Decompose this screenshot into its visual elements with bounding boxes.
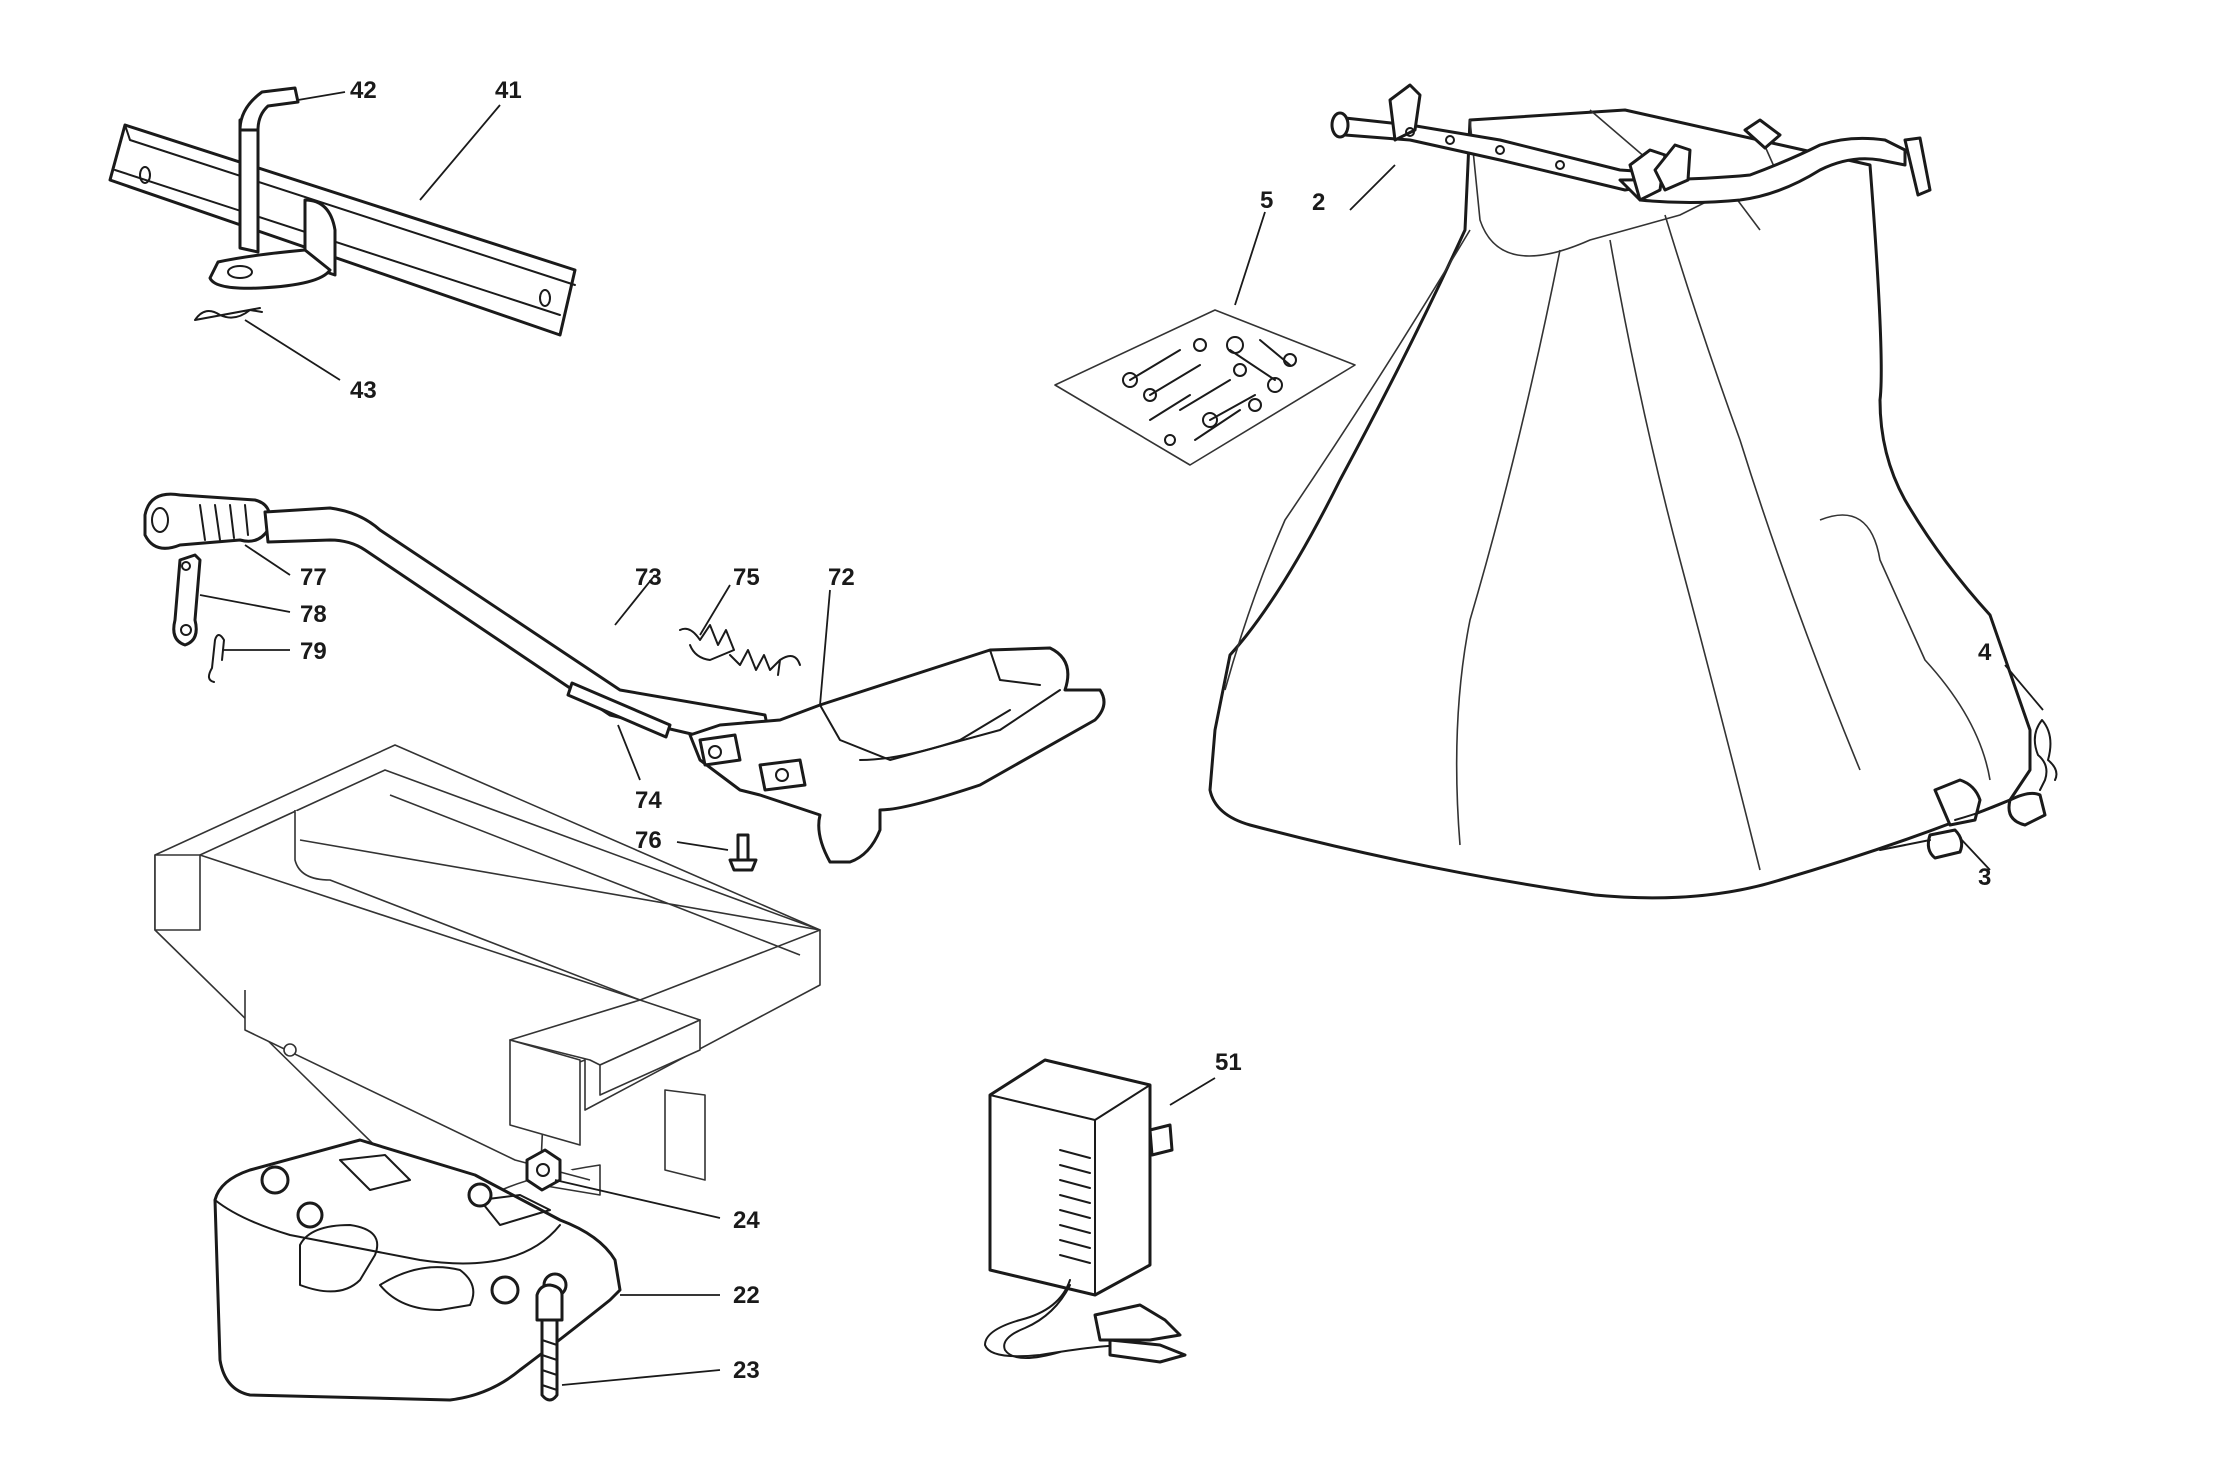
callout-79: 79 (300, 638, 327, 665)
mower-frame-background (154, 744, 821, 1211)
callout-72: 72 (828, 564, 855, 591)
nut-part-24 (525, 1148, 562, 1192)
hardware-bag-part-5 (1054, 309, 1356, 466)
callout-77: 77 (300, 564, 327, 591)
callout-76: 76 (635, 827, 662, 854)
spring-pair-part-75 (679, 624, 801, 676)
grass-bag-assembly (1208, 83, 2047, 900)
callout-43: 43 (350, 377, 377, 404)
callout-78: 78 (300, 601, 327, 628)
callout-4: 4 (1978, 639, 1992, 666)
link-plate-part-78 (172, 553, 202, 647)
callout-5: 5 (1260, 187, 1273, 214)
callout-41: 41 (495, 77, 522, 104)
callout-22: 22 (733, 1282, 760, 1309)
callout-75: 75 (733, 564, 760, 591)
bolt-part-23 (535, 1283, 564, 1402)
leader-lines (199, 91, 2044, 1386)
callout-23: 23 (733, 1357, 760, 1384)
r-pin-part-79 (208, 634, 225, 683)
pivot-pin-part-74 (566, 681, 672, 739)
weight-block-part-22 (213, 1138, 622, 1402)
screw-part-76 (728, 833, 758, 872)
callout-2: 2 (1312, 189, 1325, 216)
hitch-clip-part-43 (194, 307, 263, 321)
battery-charger-part-51 (984, 1058, 1187, 1364)
callout-73: 73 (635, 564, 662, 591)
callout-3: 3 (1978, 864, 1991, 891)
callout-24: 24 (733, 1207, 760, 1234)
callout-labels: 42 41 43 5 2 77 78 79 73 75 72 74 76 4 3… (300, 77, 1992, 1384)
r-clip-part-4 (2033, 719, 2058, 791)
callout-42: 42 (350, 77, 377, 104)
lift-handle-part-77 (143, 492, 272, 550)
callout-74: 74 (635, 787, 662, 814)
lift-lever-part-73 (263, 506, 772, 752)
lift-bracket-part-72 (688, 646, 1106, 864)
callout-51: 51 (1215, 1049, 1242, 1076)
tow-bar-assembly (108, 86, 577, 337)
